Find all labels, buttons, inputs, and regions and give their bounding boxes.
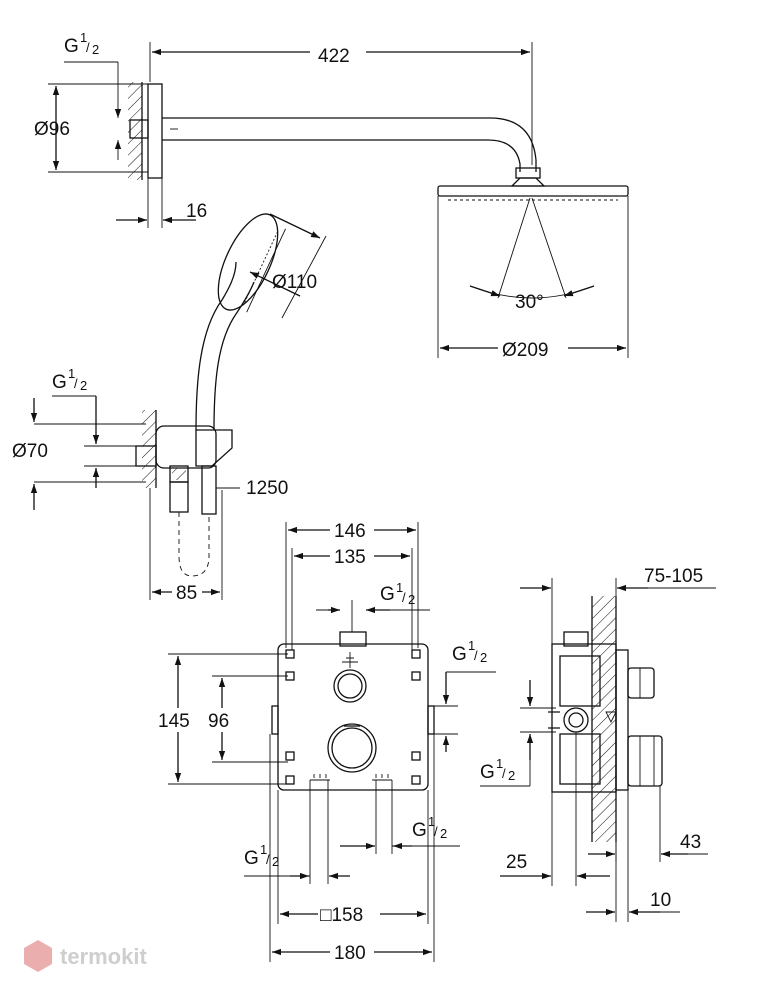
head-diameter-label: Ø209 [502, 340, 548, 361]
svg-text:1: 1 [396, 580, 403, 595]
watermark: termokit [24, 940, 147, 972]
thread-label-6: G [412, 820, 427, 841]
thread-label-3: G [380, 584, 395, 605]
thread-label-7: G [480, 762, 495, 783]
svg-text:2: 2 [92, 42, 99, 57]
arm-length-label: 422 [318, 46, 350, 67]
overhead-shower-view: 30° 422 Ø209 Ø96 G 1 / 2 16 [34, 30, 629, 361]
thread-label-1: G [64, 36, 79, 57]
head-shower [437, 185, 629, 197]
wall-hatch [128, 82, 142, 180]
concealed-box-side-view: 75-105 G 1 / 2 25 43 10 [480, 566, 716, 922]
hose-length-label: 1250 [246, 478, 288, 499]
depth-43-label: 43 [680, 832, 701, 853]
thermostat-knob-side [627, 735, 663, 787]
svg-text:1: 1 [496, 756, 503, 771]
box-width-inner-label: 135 [334, 547, 366, 568]
hand-shower-handle [195, 261, 237, 431]
svg-text:2: 2 [80, 378, 87, 393]
head-angle-label: 30° [515, 292, 544, 313]
svg-text:2: 2 [508, 768, 515, 783]
flange-depth-label: 16 [186, 201, 207, 222]
concealed-box-front-view: G 1 / 2 146 [158, 518, 496, 964]
hand-shower-head [217, 213, 279, 311]
hand-shower-view: Ø110 1250 Ø70 G 1 / 2 85 [12, 213, 327, 604]
thread-label-4: G [452, 644, 467, 665]
plate-width-label: 180 [334, 943, 366, 964]
holder-offset-label: 85 [176, 583, 197, 604]
diverter-knob [333, 669, 367, 703]
svg-text:/: / [502, 766, 506, 781]
box-width-outer-label: 146 [334, 521, 366, 542]
plate-square-label: □158 [320, 905, 363, 926]
svg-text:1: 1 [260, 842, 267, 857]
diverter-knob-side [627, 667, 655, 699]
svg-text:1: 1 [468, 638, 475, 653]
elbow-diameter-label: Ø70 [12, 441, 48, 462]
box-height-inner-label: 96 [208, 711, 229, 732]
box-height-label: 145 [158, 711, 190, 732]
svg-text:/: / [402, 590, 406, 605]
svg-text:2: 2 [272, 854, 279, 869]
svg-text:2: 2 [440, 826, 447, 841]
flange-diameter-label: Ø96 [34, 119, 70, 140]
svg-text:/: / [266, 852, 270, 867]
svg-text:1: 1 [68, 366, 75, 381]
watermark-logo-icon [24, 940, 52, 972]
svg-text:/: / [434, 824, 438, 839]
install-depth-label: 75-105 [644, 566, 703, 587]
watermark-text: termokit [60, 944, 147, 969]
thread-label-2: G [52, 372, 67, 393]
svg-text:/: / [74, 376, 78, 391]
wall-flange [147, 83, 163, 179]
depth-10-label: 10 [650, 890, 671, 911]
svg-text:1: 1 [428, 814, 435, 829]
thread-label-5: G [244, 848, 259, 869]
thermostat-knob [327, 723, 377, 773]
svg-text:2: 2 [480, 650, 487, 665]
svg-text:1: 1 [80, 30, 87, 45]
hand-shower-diameter-label: Ø110 [272, 272, 317, 293]
shower-arm [162, 117, 537, 172]
svg-text:/: / [474, 648, 478, 663]
depth-25-label: 25 [506, 852, 527, 873]
thread-slash: / [86, 40, 90, 55]
